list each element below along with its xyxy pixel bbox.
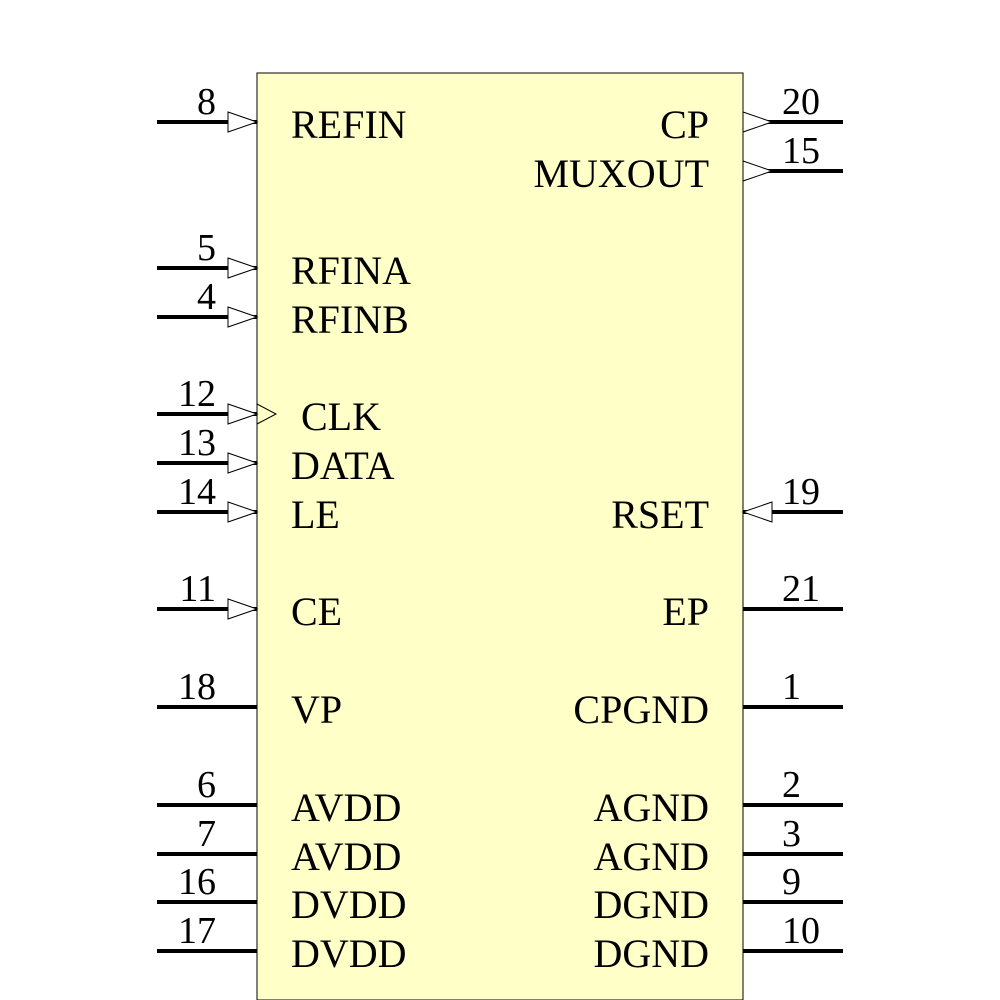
pin-name-label: AGND [593,834,709,879]
output-arrow-icon [742,160,774,182]
ic-body [256,72,744,1000]
pin-name-label: DGND [593,882,709,927]
pin-number: 18 [178,666,216,708]
pin-name-label: CPGND [573,687,709,732]
pin-name-label: AVDD [291,834,401,879]
pin-name-label: AGND [593,785,709,830]
pin-name-label: RFINB [291,297,409,342]
pin-number: 21 [782,568,820,610]
output-arrow-icon [742,111,774,133]
pin-name-label: CP [660,102,709,147]
pin-number: 15 [782,130,820,172]
input-arrow-icon [227,452,259,474]
pin-number: 17 [178,910,216,952]
pin-number: 5 [197,227,216,269]
pin-number: 7 [197,813,216,855]
pin-number: 19 [782,471,820,513]
pin-name-label: CLK [301,394,381,439]
pin-name-label: DGND [593,931,709,976]
pin-name-label: REFIN [291,102,407,147]
pin-name-label: LE [291,492,340,537]
pin-number: 14 [178,471,216,513]
pin-number: 2 [782,764,801,806]
pin-name-label: AVDD [291,785,401,830]
pin-name-label: CE [291,589,342,634]
pin-number: 8 [197,81,216,123]
pin-name-label: VP [291,687,342,732]
pin-name-label: RFINA [291,248,411,293]
pin-number: 10 [782,910,820,952]
pin-name-label: DVDD [291,882,407,927]
input-arrow-icon [741,501,773,523]
pin-number: 16 [178,861,216,903]
pin-number: 1 [782,666,801,708]
pin-name-label: EP [662,589,709,634]
input-arrow-icon [227,403,259,425]
pin-number: 3 [782,813,801,855]
pin-name-label: DATA [291,443,395,488]
pin-name-label: RSET [611,492,709,537]
input-arrow-icon [227,306,259,328]
clock-edge-icon [256,403,278,425]
pin-number: 12 [178,373,216,415]
input-arrow-icon [227,501,259,523]
input-arrow-icon [227,598,259,620]
pin-name-label: DVDD [291,931,407,976]
pin-number: 9 [782,861,801,903]
input-arrow-icon [227,111,259,133]
pin-number: 20 [782,81,820,123]
input-arrow-icon [227,257,259,279]
pin-number: 6 [197,764,216,806]
pin-number: 11 [179,568,216,610]
pin-number: 4 [197,276,216,318]
pin-name-label: MUXOUT [533,151,709,196]
pin-number: 13 [178,422,216,464]
